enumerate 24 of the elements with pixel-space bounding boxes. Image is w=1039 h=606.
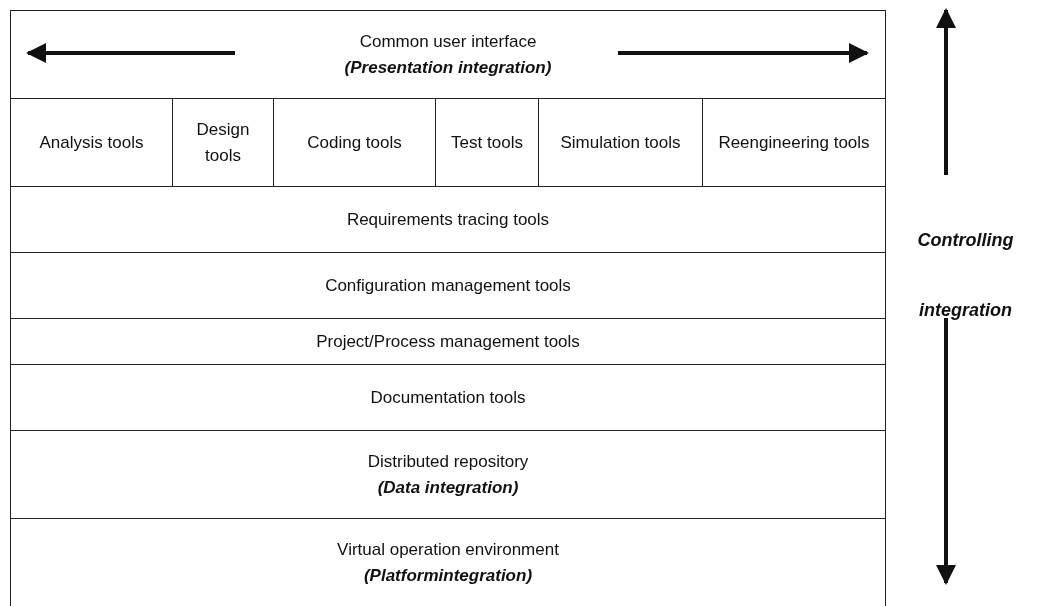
integration-label: (Data integration): [377, 476, 519, 499]
layer-band: [10, 318, 886, 365]
layer-label: Analysis tools: [38, 131, 145, 154]
integration-label: (Presentation integration): [344, 56, 552, 79]
integration-label: (Platformintegration): [363, 564, 533, 587]
layer-band: [10, 10, 886, 99]
layer-label: Reengineering tools: [717, 131, 871, 154]
layer-label: Test tools: [450, 131, 524, 154]
layer-label: Documentation tools: [370, 386, 526, 409]
layer-label: Coding tools: [306, 131, 403, 154]
layer-label: Virtual operation environment: [337, 538, 559, 561]
layer-label: Simulation tools: [559, 131, 682, 154]
layer-band: [10, 430, 886, 519]
layer-band: [10, 364, 886, 431]
layer-band: [10, 186, 886, 253]
layer-label: Distributed repository: [367, 450, 529, 473]
layer-label: Design tools: [195, 118, 251, 167]
layer-label: Common user interface: [359, 30, 537, 53]
layer-band: [10, 252, 886, 319]
layer-label: Project/Process management tools: [316, 330, 580, 353]
layer-label: Requirements tracing tools: [346, 208, 550, 231]
layer-band: [10, 518, 886, 606]
layer-label: Configuration management tools: [325, 274, 571, 297]
side-label: Controlling integration: [916, 229, 1015, 322]
